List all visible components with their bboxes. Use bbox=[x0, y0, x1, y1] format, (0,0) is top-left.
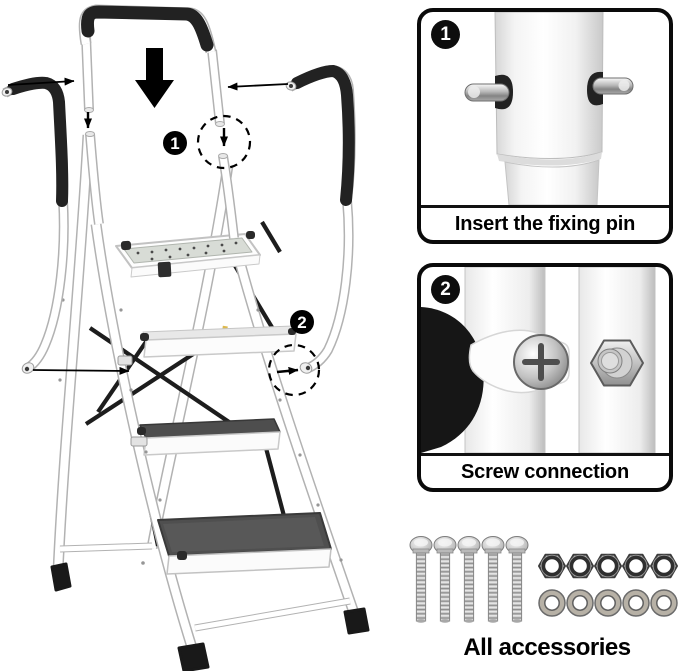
hex-nut bbox=[565, 552, 595, 580]
screw-connection-photo: 2 bbox=[421, 267, 669, 453]
left-handrail bbox=[1, 76, 64, 374]
attach-arrow-left-icon bbox=[7, 77, 75, 86]
rubber-feet bbox=[50, 562, 370, 671]
dashed-circle-1 bbox=[196, 114, 252, 170]
ladder-illustration: 1 2 bbox=[0, 0, 370, 671]
fixing-pin-closeup bbox=[464, 12, 634, 205]
panel-2-badge: 2 bbox=[431, 275, 460, 304]
badge-2: 2 bbox=[290, 310, 314, 334]
attach-arrow-lower-icon bbox=[32, 366, 130, 375]
attach-arrow-right-icon bbox=[227, 82, 289, 91]
hex-nut bbox=[537, 552, 567, 580]
accessories-label: All accessories bbox=[463, 634, 630, 661]
bolt bbox=[433, 536, 457, 624]
panel-2-caption: Screw connection bbox=[421, 453, 669, 488]
top-handlebar bbox=[84, 10, 211, 52]
badge-1-number: 1 bbox=[170, 134, 179, 153]
badge-1: 1 bbox=[163, 131, 187, 155]
step-platform bbox=[115, 231, 261, 278]
panel-1-number: 1 bbox=[440, 23, 451, 45]
upper-tube bbox=[494, 12, 604, 160]
foot-front-right bbox=[343, 607, 370, 635]
washer bbox=[622, 589, 650, 617]
bolt bbox=[505, 536, 529, 624]
detail-panel-fixing-pin: 1 Insert the fixing pin bbox=[417, 8, 673, 244]
nuts-row bbox=[537, 552, 679, 580]
tube-seam bbox=[497, 152, 602, 166]
rivet-dots bbox=[58, 298, 343, 565]
bolt bbox=[481, 536, 505, 624]
lower-tube bbox=[504, 159, 600, 205]
dashed-circle-2 bbox=[267, 343, 321, 397]
step-2 bbox=[117, 325, 297, 366]
detail-panel-screw-connection: 2 Screw connection bbox=[417, 263, 673, 492]
hex-nut bbox=[649, 552, 679, 580]
panel-2-number: 2 bbox=[440, 278, 451, 300]
screw-connection-closeup bbox=[421, 267, 656, 453]
washer bbox=[594, 589, 622, 617]
badge-2-number: 2 bbox=[297, 313, 306, 332]
right-handrail bbox=[285, 64, 351, 375]
hex-nut bbox=[593, 552, 623, 580]
bolt bbox=[457, 536, 481, 624]
step-4 bbox=[157, 512, 332, 575]
washer bbox=[650, 589, 678, 617]
foot-front-left bbox=[177, 642, 210, 671]
washers-row bbox=[538, 589, 678, 617]
step-3 bbox=[130, 418, 281, 456]
insert-arrow-circle2-icon bbox=[276, 366, 299, 375]
accessories-set: All accessories bbox=[409, 536, 679, 661]
annotations: 1 2 bbox=[7, 48, 321, 397]
washer bbox=[538, 589, 566, 617]
foot-back-left bbox=[50, 562, 72, 592]
ladder-steps bbox=[115, 231, 332, 575]
fixing-pin-photo: 1 bbox=[421, 12, 669, 205]
panel-1-caption: Insert the fixing pin bbox=[421, 205, 669, 240]
foam-grip-end bbox=[421, 307, 484, 453]
washer bbox=[566, 589, 594, 617]
phillips-cross-icon bbox=[522, 343, 560, 381]
bolt bbox=[409, 536, 433, 624]
panel-1-badge: 1 bbox=[431, 20, 460, 49]
hex-nut bbox=[621, 552, 651, 580]
big-down-arrow-icon bbox=[135, 48, 174, 108]
bolts-row bbox=[409, 536, 529, 624]
